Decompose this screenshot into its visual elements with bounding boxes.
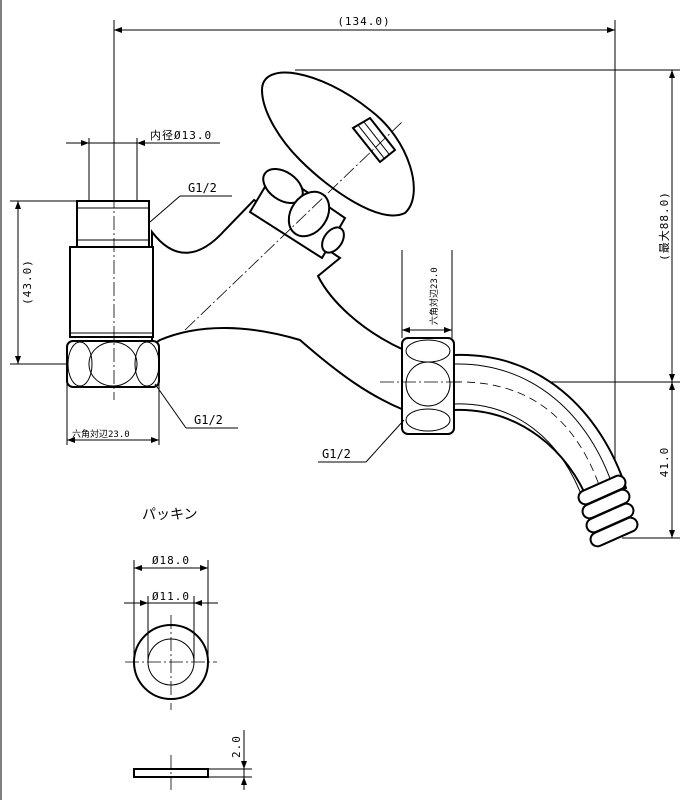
dimension-inlet-hex: 六角対辺23.0 bbox=[66, 380, 160, 445]
max-height-label: (最大88.0) bbox=[657, 191, 671, 261]
inlet-hex-nut bbox=[66, 340, 160, 388]
dimension-inlet-height: (43.0) bbox=[10, 200, 78, 365]
inlet-height-label: (43.0) bbox=[21, 259, 34, 305]
spout bbox=[453, 353, 639, 548]
valve-cap bbox=[248, 167, 347, 260]
valve-axis-centerline bbox=[184, 121, 403, 331]
dimension-spout-drop: 41.0 bbox=[658, 382, 675, 538]
leader-outlet-thread: G1/2 bbox=[318, 419, 405, 463]
packing-inner-diameter-dim: Ø11.0 bbox=[124, 590, 218, 662]
packing-outer-diameter-dim: Ø18.0 bbox=[133, 554, 209, 662]
handle bbox=[260, 71, 415, 217]
faucet-body bbox=[151, 198, 405, 412]
dimension-max-height: (最大88.0) bbox=[295, 69, 680, 539]
packing-title: パッキン bbox=[142, 507, 198, 523]
spout-drop-label: 41.0 bbox=[658, 447, 671, 478]
leader-top-inlet-thread: G1/2 bbox=[149, 181, 232, 223]
packing-thickness-label: 2.0 bbox=[230, 735, 243, 758]
packing-thickness-dim: 2.0 bbox=[208, 730, 252, 790]
packing-top-view bbox=[125, 615, 217, 710]
dimension-inner-diameter: 内径Ø13.0 bbox=[66, 128, 220, 200]
dimension-outlet-hex: 六角対辺23.0 bbox=[401, 250, 453, 338]
inlet-thread bbox=[76, 200, 150, 248]
inlet-pipe bbox=[69, 246, 154, 338]
outlet-hex-label: 六角対辺23.0 bbox=[428, 267, 440, 325]
packing-inner-diameter-label: Ø11.0 bbox=[152, 590, 190, 603]
top-inlet-thread-label: G1/2 bbox=[188, 181, 217, 195]
inlet-hex-label: 六角対辺23.0 bbox=[72, 428, 130, 440]
overall-width-label: (134.0) bbox=[337, 15, 390, 28]
outlet-thread-label: G1/2 bbox=[322, 447, 351, 461]
bottom-inlet-thread-label: G1/2 bbox=[194, 413, 223, 427]
packing-side-view bbox=[133, 755, 209, 790]
packing-outer-diameter-label: Ø18.0 bbox=[152, 554, 190, 567]
leader-bottom-inlet-thread: G1/2 bbox=[154, 383, 238, 429]
outlet-hex-nut bbox=[401, 337, 455, 435]
inner-diameter-label: 内径Ø13.0 bbox=[150, 128, 212, 142]
dimension-overall-width: (134.0) bbox=[113, 15, 616, 480]
